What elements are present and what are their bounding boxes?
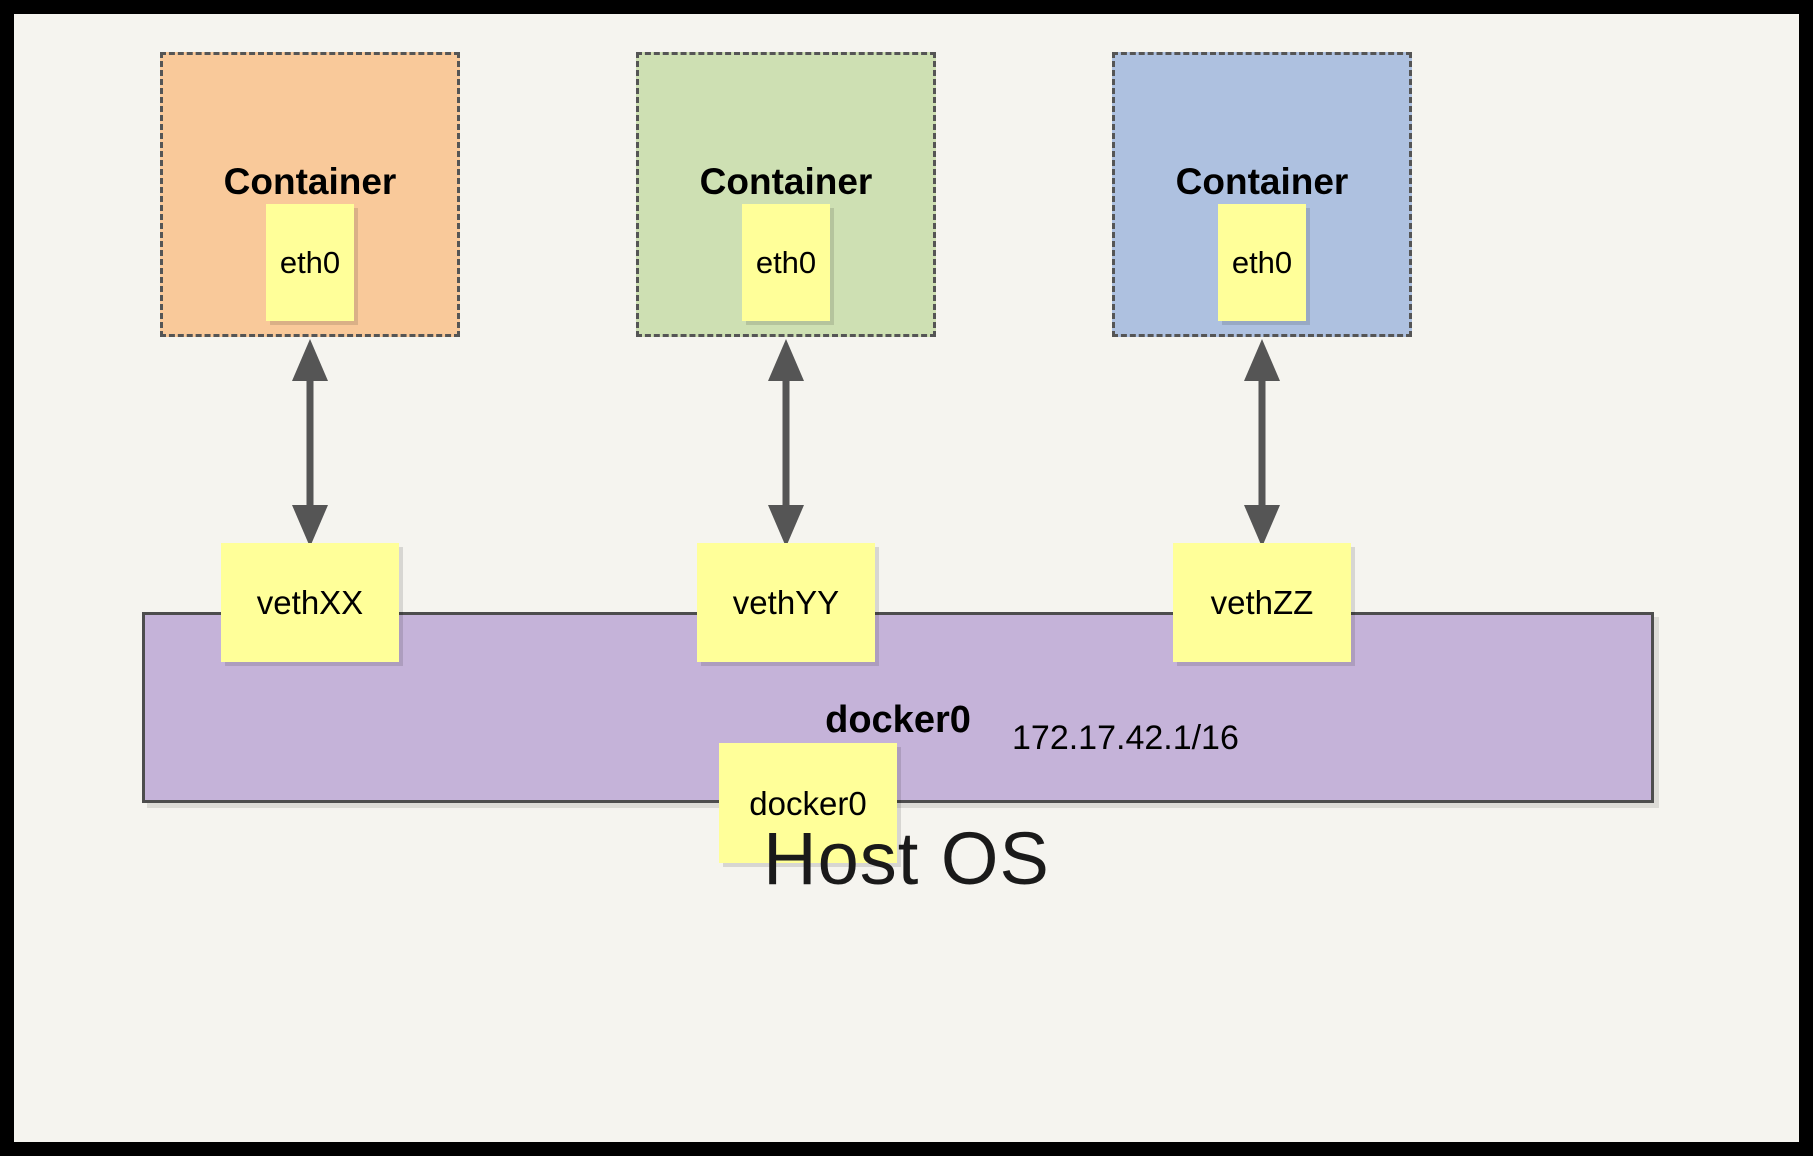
- veth-label-1: vethXX: [256, 584, 364, 621]
- eth0-label-3: eth0: [1231, 245, 1293, 280]
- docker0-interface-node[interactable]: docker0: [719, 743, 897, 863]
- veth-node-2[interactable]: vethYY: [697, 543, 875, 662]
- eth0-node-3[interactable]: eth0: [1218, 204, 1306, 321]
- veth-label-2: vethYY: [732, 584, 840, 621]
- veth-label-3: vethZZ: [1210, 584, 1314, 621]
- link-arrow-eth0-vethxx: [292, 339, 328, 547]
- eth0-node-1[interactable]: eth0: [266, 204, 354, 321]
- link-arrow-eth0-vethyy: [768, 339, 804, 547]
- container-title-2: Container: [699, 161, 873, 202]
- eth0-label-2: eth0: [755, 245, 817, 280]
- veth-node-3[interactable]: vethZZ: [1173, 543, 1351, 662]
- docker0-bridge-label: docker0: [825, 699, 971, 741]
- host-os-label: Host OS: [763, 817, 1050, 900]
- container-title-3: Container: [1175, 161, 1349, 202]
- eth0-node-2[interactable]: eth0: [742, 204, 830, 321]
- eth0-label-1: eth0: [279, 245, 341, 280]
- link-arrow-eth0-vethzz: [1244, 339, 1280, 547]
- docker0-interface-label: docker0: [749, 784, 867, 822]
- diagram-stage: Container eth0 Container eth0 Container …: [14, 14, 1799, 1142]
- docker0-ip-label: 172.17.42.1/16: [1012, 719, 1239, 757]
- container-title-1: Container: [223, 161, 397, 202]
- veth-node-1[interactable]: vethXX: [221, 543, 399, 662]
